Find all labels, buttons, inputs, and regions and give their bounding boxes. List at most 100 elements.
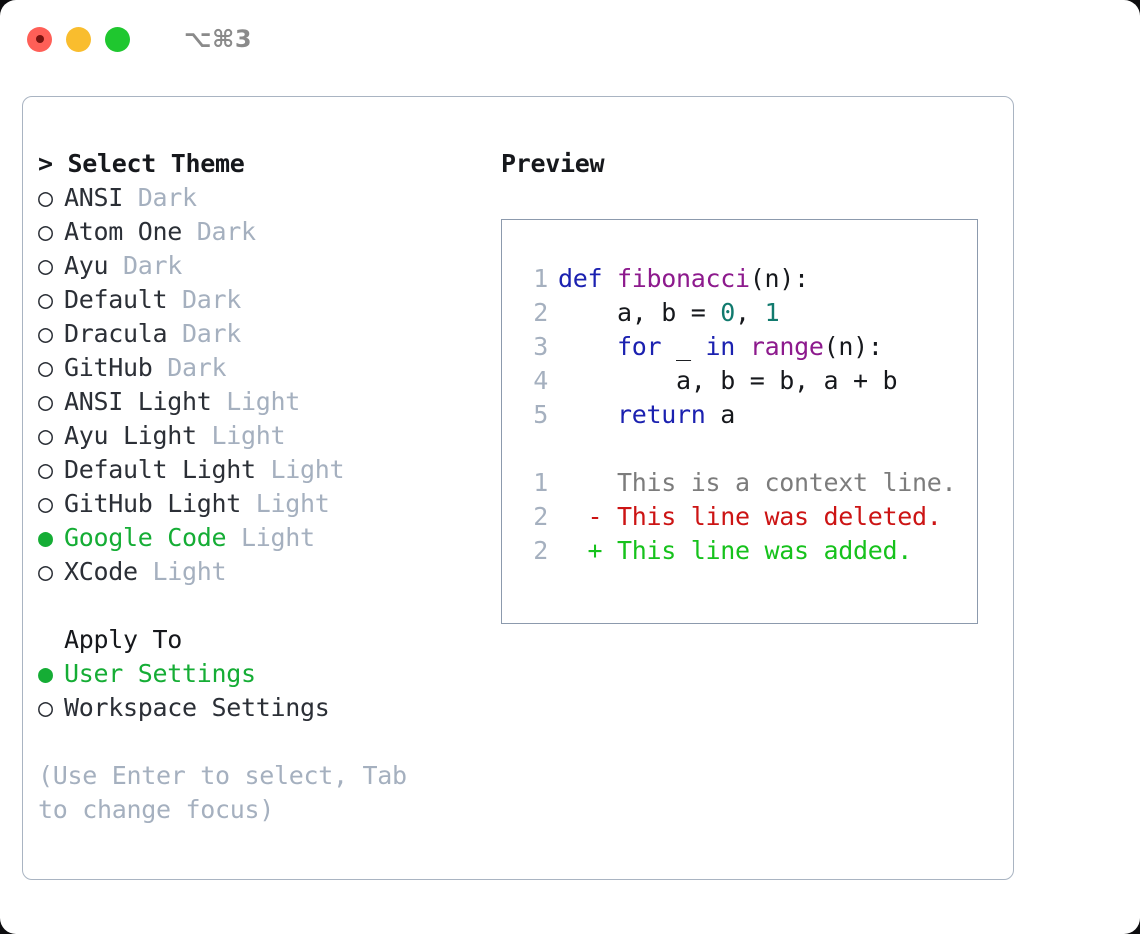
code-token-txt: , xyxy=(735,298,765,327)
theme-option-github-light[interactable]: ○ GitHub Light Light xyxy=(38,487,498,521)
theme-option-label: Dracula xyxy=(64,319,168,348)
code-line: 5 return a xyxy=(502,398,977,432)
theme-option-ayu[interactable]: ○Ayu Dark xyxy=(38,249,498,283)
theme-variant-badge: Dark xyxy=(182,217,256,246)
radio-unselected-icon: ○ xyxy=(38,557,53,586)
select-theme-heading: > Select Theme xyxy=(38,149,245,178)
diff-line-del: 2 - This line was deleted. xyxy=(502,500,977,534)
title-bar: ⌥⌘3 xyxy=(0,0,1140,78)
diff-line-ctx: 1 This is a context line. xyxy=(502,466,977,500)
apply-to-option-user-settings[interactable]: ●User Settings xyxy=(38,657,498,691)
code-token-txt: a xyxy=(720,400,736,429)
code-line-number: 3 xyxy=(533,332,548,361)
theme-option-label: Atom One xyxy=(64,217,183,246)
radio-unselected-icon: ○ xyxy=(38,251,53,280)
theme-variant-badge: Light xyxy=(241,489,330,518)
keyboard-shortcut-label: ⌥⌘3 xyxy=(184,25,253,53)
radio-selected-icon: ● xyxy=(38,523,53,552)
theme-option-default-light[interactable]: ○ Default Light Light xyxy=(38,453,498,487)
code-token-txt: a, b = xyxy=(617,298,721,327)
code-line: 2 a, b = 0, 1 xyxy=(502,296,977,330)
theme-option-list[interactable]: ○ANSI Dark○Atom One Dark○Ayu Dark○Defaul… xyxy=(38,181,498,589)
code-line: 1 def fibonacci(n): xyxy=(502,262,977,296)
diff-line-number: 2 xyxy=(533,536,548,565)
maximize-window-icon[interactable] xyxy=(105,26,130,52)
diff-line-text: - This line was deleted. xyxy=(558,502,942,531)
theme-variant-badge: Dark xyxy=(167,319,242,348)
theme-selector-column: > Select Theme ○ANSI Dark○Atom One Dark○… xyxy=(38,147,498,827)
theme-variant-badge: Dark xyxy=(123,183,197,212)
code-token-fn: range xyxy=(749,332,824,361)
window-controls xyxy=(27,26,130,52)
theme-option-ayu-light[interactable]: ○ Ayu Light Light xyxy=(38,419,498,453)
radio-unselected-icon: ○ xyxy=(38,455,53,484)
code-line-number: 1 xyxy=(533,264,548,293)
radio-unselected-icon: ○ xyxy=(38,217,53,246)
radio-unselected-icon: ○ xyxy=(38,421,53,450)
code-line: 4 a, b = b, a + b xyxy=(502,364,977,398)
theme-option-google-code[interactable]: ●Google Code Light xyxy=(38,521,498,555)
theme-option-label: Google Code xyxy=(64,523,227,552)
code-line-number: 4 xyxy=(533,366,548,395)
code-token-punc: (n): xyxy=(823,332,883,361)
theme-option-default[interactable]: ○Default Dark xyxy=(38,283,498,317)
code-token-txt: a, b = b, a + b xyxy=(676,366,898,395)
theme-option-label: ANSI xyxy=(64,183,124,212)
radio-unselected-icon: ○ xyxy=(38,183,53,212)
apply-to-option-workspace-settings[interactable]: ○Workspace Settings xyxy=(38,691,498,725)
apply-to-option-label: User Settings xyxy=(64,659,256,688)
code-indent xyxy=(558,298,617,327)
code-token-kw: return xyxy=(617,400,721,429)
theme-option-xcode[interactable]: ○XCode Light xyxy=(38,555,498,589)
keyboard-hint-text: (Use Enter to select, Tab to change focu… xyxy=(38,761,407,824)
code-line: 3 for _ in range(n): xyxy=(502,330,977,364)
diff-line-number: 2 xyxy=(533,502,548,531)
theme-option-atom-one[interactable]: ○ Atom One Dark xyxy=(38,215,498,249)
theme-option-label: Default Light xyxy=(64,455,256,484)
theme-option-label: Ayu Light xyxy=(64,421,197,450)
apply-to-heading: Apply To xyxy=(64,625,183,654)
code-indent xyxy=(558,400,617,429)
code-token-punc: (n): xyxy=(749,264,809,293)
radio-unselected-icon: ○ xyxy=(38,489,53,518)
theme-option-label: GitHub Light xyxy=(64,489,242,518)
theme-option-github[interactable]: ○GitHub Dark xyxy=(38,351,498,385)
code-line-number: 5 xyxy=(533,400,548,429)
code-token-num: 0 xyxy=(720,298,736,327)
diff-line-text: + This line was added. xyxy=(558,536,913,565)
code-token-fn: fibonacci xyxy=(617,264,750,293)
theme-option-ansi[interactable]: ○ ANSI Dark xyxy=(38,181,498,215)
theme-variant-badge: Dark xyxy=(167,285,242,314)
theme-option-label: GitHub xyxy=(64,353,153,382)
diff-line-add: 2 + This line was added. xyxy=(502,534,977,568)
diff-line-number: 1 xyxy=(533,468,548,497)
theme-option-label: Ayu xyxy=(64,251,109,280)
apply-to-option-list[interactable]: ●User Settings○Workspace Settings xyxy=(38,657,498,725)
code-token-kw: for xyxy=(617,332,677,361)
code-token-num: 1 xyxy=(764,298,780,327)
radio-unselected-icon: ○ xyxy=(38,285,53,314)
radio-unselected-icon: ○ xyxy=(38,387,53,416)
code-token-kw: in xyxy=(705,332,750,361)
radio-unselected-icon: ○ xyxy=(38,353,53,382)
code-spacer xyxy=(502,432,977,466)
minimize-window-icon[interactable] xyxy=(66,26,91,52)
theme-variant-badge: Light xyxy=(137,557,227,586)
main-panel: > Select Theme ○ANSI Dark○Atom One Dark○… xyxy=(22,96,1014,880)
radio-unselected-icon: ○ xyxy=(38,693,53,722)
code-line-number: 2 xyxy=(533,298,548,327)
close-window-icon[interactable] xyxy=(27,26,52,52)
theme-variant-badge: Light xyxy=(196,421,286,450)
theme-option-dracula[interactable]: ○Dracula Dark xyxy=(38,317,498,351)
preview-heading: Preview xyxy=(501,149,605,178)
code-token-kw: def xyxy=(558,264,618,293)
theme-option-ansi-light[interactable]: ○ANSI Light Light xyxy=(38,385,498,419)
theme-option-label: ANSI Light xyxy=(64,387,212,416)
code-indent xyxy=(558,332,617,361)
theme-variant-badge: Light xyxy=(255,455,345,484)
code-indent xyxy=(558,366,676,395)
